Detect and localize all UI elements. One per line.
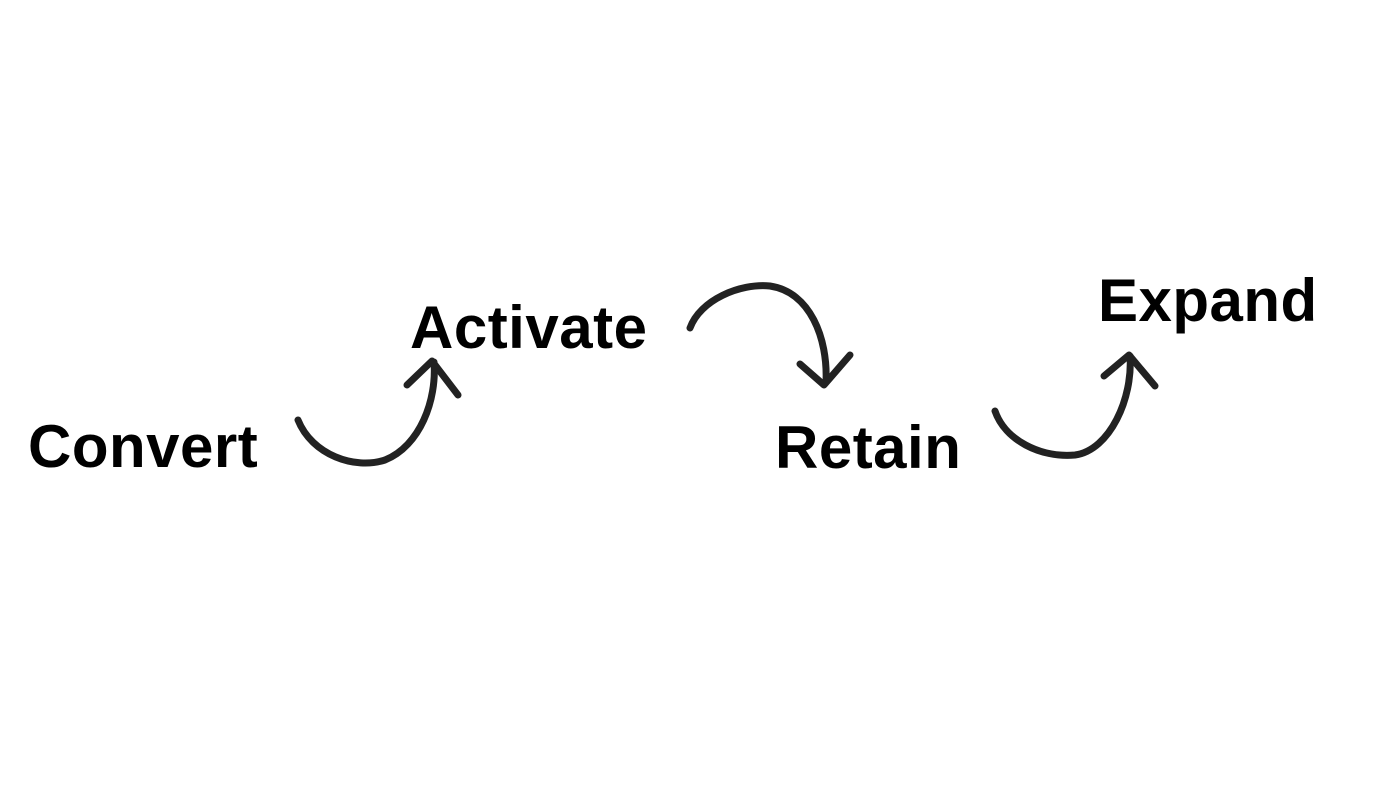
stage-expand-label: Expand [1098,267,1318,334]
stage-activate-label: Activate [410,294,648,361]
stage-retain-label: Retain [775,414,962,481]
arrow-convert-activate-head [403,357,462,399]
curved-arrow-icon [686,282,854,389]
arrow-convert-activate-shaft [294,358,438,467]
curved-arrow-icon [991,351,1159,459]
arrow-activate-retain-shaft [686,282,830,386]
stage-convert-label: Convert [28,413,259,480]
arrow-retain-expand-shaft [991,352,1134,459]
arrow-activate-retain-head [796,351,854,389]
curved-arrow-icon [294,357,462,467]
arrow-retain-expand-head [1100,351,1159,390]
